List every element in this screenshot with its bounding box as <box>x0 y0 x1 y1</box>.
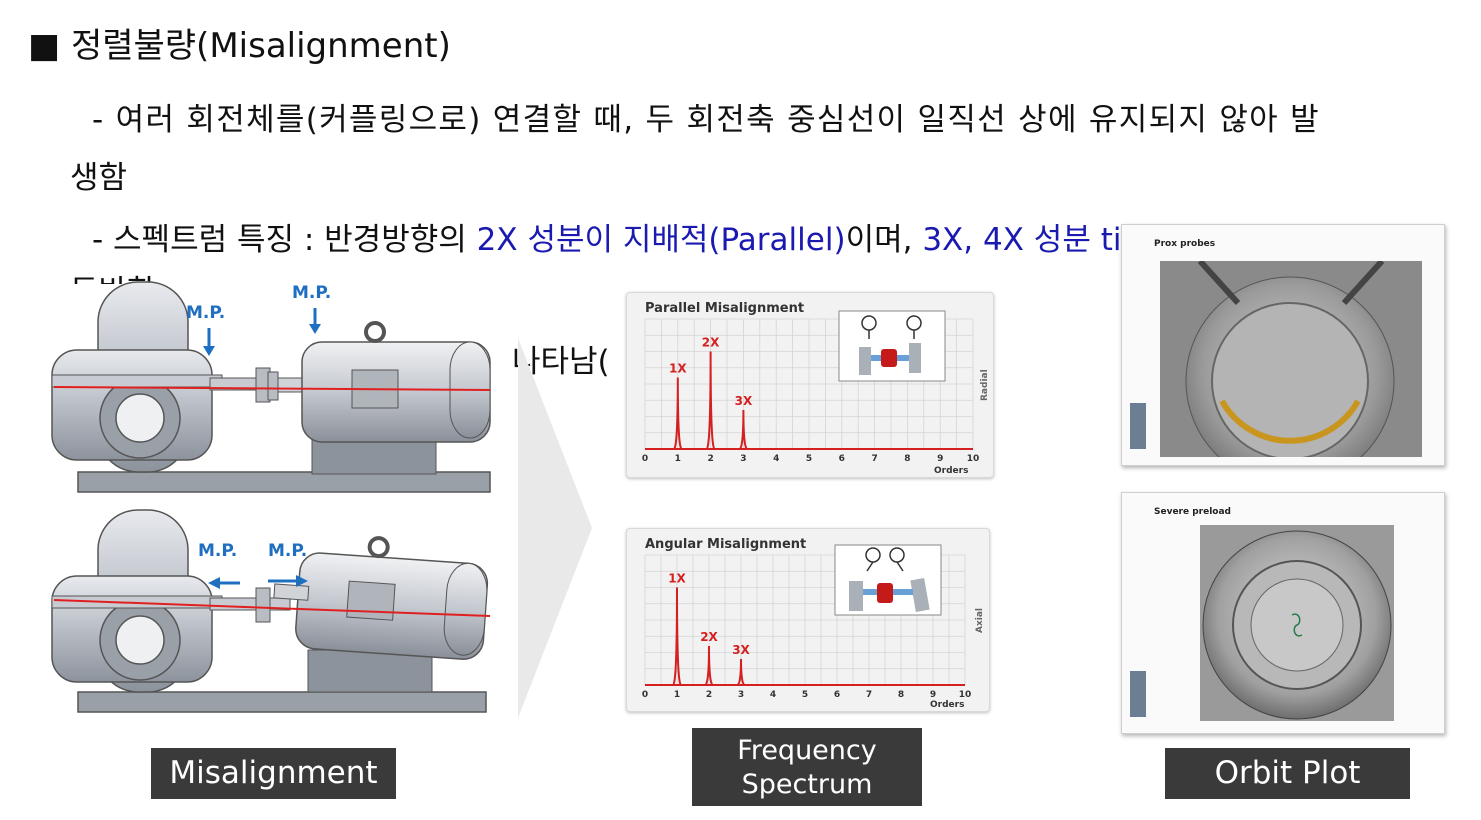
orbit-severe-preload-panel: Severe preload <box>1121 492 1445 734</box>
mobius-logo-icon <box>1130 671 1146 717</box>
angular-spectrum-chart: Angular Misalignment Axial Orders 0 1 2 3 4 5… <box>642 537 985 710</box>
x-tick-label: 2 <box>706 690 712 700</box>
mobius-logo-icon <box>1130 403 1146 449</box>
x-tick-label: 0 <box>642 454 648 464</box>
misalignment-illustration: M.P. M.P. M.P. M.P. <box>51 281 491 713</box>
aligned-machine-top <box>51 281 491 493</box>
prox-probes-image <box>1160 261 1422 457</box>
caption-frequency-spectrum: Frequency Spectrum <box>692 728 922 806</box>
orbit-top-title: Prox probes <box>1154 239 1216 249</box>
x-tick-label: 3 <box>738 690 744 700</box>
spectrum-peak-2x <box>704 645 714 686</box>
coupling-diagram <box>838 310 946 382</box>
svg-text:M.P.: M.P. <box>198 541 237 561</box>
parallel-spectrum-panel: Parallel Misalignment Radial Orders 0 1 2 3… <box>626 292 994 478</box>
angular-spectrum-panel: Angular Misalignment Axial Orders 0 1 2 3 4 5… <box>626 528 990 712</box>
x-tick-label: 7 <box>871 454 877 464</box>
peak-label: 1X <box>668 572 686 586</box>
body-line-3: 동반함 <box>70 266 156 284</box>
x-tick-label: 1 <box>675 454 681 464</box>
x-tick-label: 2 <box>707 454 713 464</box>
chart-x-unit: Orders <box>930 700 964 710</box>
x-tick-label: 9 <box>937 454 943 464</box>
caption-spectrum-line-1: Frequency <box>737 735 877 766</box>
parallel-spectrum-chart: Parallel Misalignment Radial Orders 0 1 2 3… <box>642 301 990 476</box>
spectrum-peak-1x <box>672 377 683 450</box>
svg-text:M.P.: M.P. <box>186 303 225 323</box>
x-tick-label: 6 <box>834 690 840 700</box>
x-tick-label: 5 <box>802 690 808 700</box>
spectrum-peak-1x <box>672 587 682 686</box>
peak-label: 3X <box>735 394 753 408</box>
chart-title: Angular Misalignment <box>645 537 806 552</box>
severe-preload-image <box>1200 525 1394 721</box>
mp-marker-top-1: M.P. <box>186 303 225 356</box>
x-tick-label: 9 <box>930 690 936 700</box>
section-heading: ■ 정렬불량(Misalignment) <box>28 18 451 67</box>
x-tick-label: 6 <box>839 454 845 464</box>
orbit-bottom-title: Severe preload <box>1154 507 1232 517</box>
chart-x-unit: Orders <box>934 466 968 476</box>
spectrum-peak-2x <box>705 351 716 450</box>
spectrum-peak-3x <box>738 409 748 450</box>
svg-text:M.P.: M.P. <box>292 283 331 303</box>
heading-text: 정렬불량(Misalignment) <box>70 26 451 66</box>
x-tick-label: 8 <box>898 690 904 700</box>
x-tick-label: 10 <box>967 454 980 464</box>
line2-mid: 이며, <box>845 222 923 258</box>
x-tick-label: 5 <box>806 454 812 464</box>
caption-spectrum-line-2: Spectrum <box>741 769 873 800</box>
line2-highlight-1: 2X 성분이 지배적(Parallel) <box>476 222 846 258</box>
chevron-arrow-icon <box>518 338 592 718</box>
x-tick-label: 10 <box>959 690 972 700</box>
peak-label: 2X <box>700 630 718 644</box>
peak-label: 3X <box>732 643 750 657</box>
chart-side-label: Axial <box>975 608 985 633</box>
svg-text:M.P.: M.P. <box>268 541 307 561</box>
x-tick-label: 7 <box>866 690 872 700</box>
peak-label: 2X <box>702 336 720 350</box>
x-tick-label: 1 <box>674 690 680 700</box>
caption-misalignment: Misalignment <box>151 748 396 799</box>
peak-label: 1X <box>669 362 687 376</box>
caption-orbit-plot: Orbit Plot <box>1165 748 1410 799</box>
mp-marker-bottom-1: M.P. <box>198 541 240 589</box>
x-tick-label: 3 <box>740 454 746 464</box>
body-line-1: - 여러 회전체를(커플링으로) 연결할 때, 두 회전축 중심선이 일직선 상… <box>92 102 1320 138</box>
orbit-prox-probes-panel: Prox probes <box>1121 224 1445 466</box>
body-line-1b: 생함 <box>70 160 128 196</box>
misaligned-machine-bottom <box>51 509 491 713</box>
line2-prefix: - 스펙트럼 특징 : 반경방향의 <box>92 222 477 258</box>
chart-title: Parallel Misalignment <box>645 301 804 316</box>
body-line-2: - 스펙트럼 특징 : 반경방향의 2X 성분이 지배적(Parallel)이며… <box>92 214 1223 259</box>
x-tick-label: 4 <box>770 690 776 700</box>
spectrum-peak-3x <box>736 658 746 686</box>
chart-side-label: Radial <box>980 369 990 401</box>
mp-marker-bottom-2: M.P. <box>268 541 308 587</box>
square-bullet-icon: ■ <box>28 26 61 66</box>
x-tick-label: 4 <box>773 454 779 464</box>
coupling-diagram <box>834 544 942 616</box>
x-tick-label: 0 <box>642 690 648 700</box>
mp-marker-top-2: M.P. <box>292 283 331 334</box>
x-tick-label: 8 <box>904 454 910 464</box>
